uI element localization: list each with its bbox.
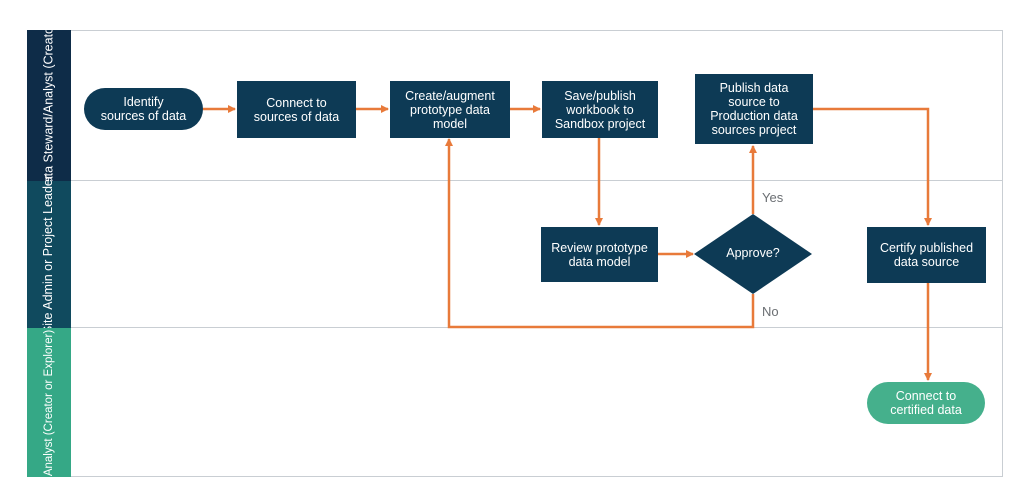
edge-label-yes: Yes (762, 190, 784, 205)
arrow-publish-to-certify (813, 107, 932, 226)
lane-label-steward: Data Steward/Analyst (Creator) (27, 19, 71, 192)
arrow-approve-no (445, 138, 755, 329)
node-connect: Connect to sources of data (237, 81, 356, 138)
lane-label-admin: Site Admin or Project Leader (27, 175, 71, 334)
node-approve-label: Approve? (726, 246, 780, 260)
node-publish: Publish data source to Production data s… (695, 74, 813, 144)
node-certify: Certify published data source (867, 227, 986, 283)
node-identify: Identify sources of data (84, 88, 203, 130)
node-review: Review prototype data model (541, 227, 658, 282)
lane-divider (71, 180, 1003, 181)
approve-diamond (694, 214, 812, 294)
node-create: Create/augment prototype data model (390, 81, 510, 138)
lane-label-analyst: Analyst (Creator or Explorer) (27, 328, 71, 477)
edge-label-no: No (762, 304, 779, 319)
node-save: Save/publish workbook to Sandbox project (542, 81, 658, 138)
node-connect-certified: Connect to certified data (867, 382, 985, 424)
